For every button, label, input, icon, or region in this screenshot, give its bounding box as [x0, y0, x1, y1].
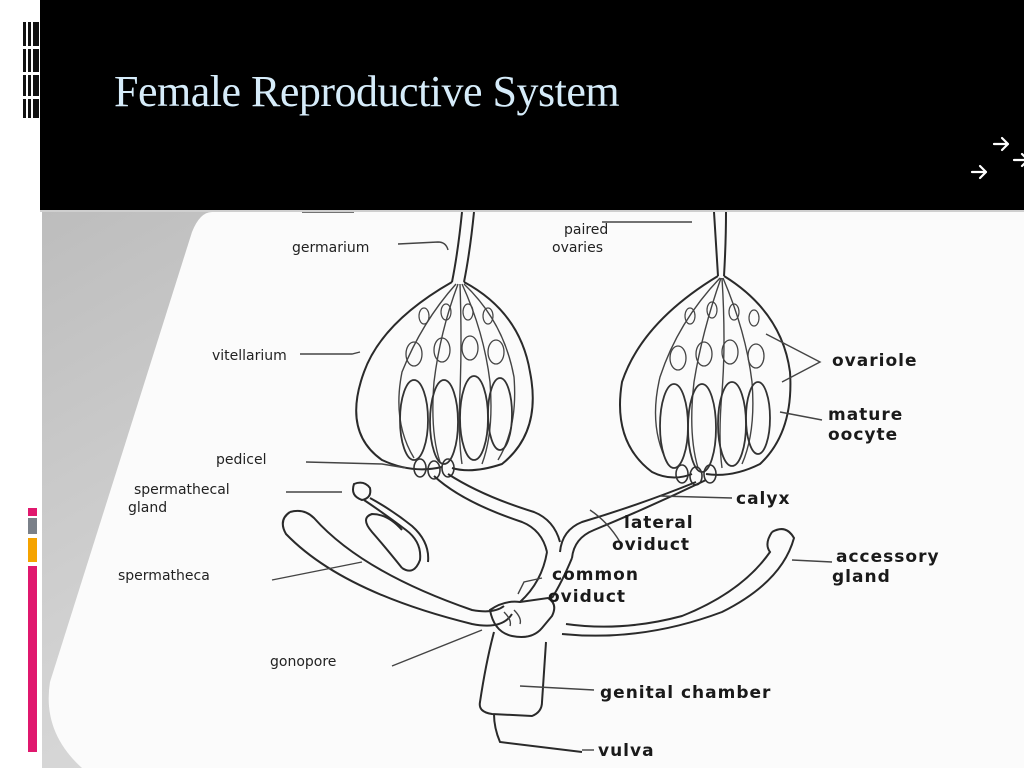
- spermatheca-structure: [281, 481, 513, 627]
- bars-decoration-icon: [22, 22, 40, 118]
- label-lateral-oviduct-line1: lateral: [624, 513, 694, 533]
- accent-bar-magenta: [28, 508, 37, 516]
- label-spermathecal-gland-line1: spermathecal: [134, 482, 230, 498]
- label-accessory-gland-line1: accessory: [836, 547, 940, 567]
- diagram-labels: germarium paired ovaries vitellarium ova…: [118, 222, 940, 761]
- label-mature-oocyte-line2: oocyte: [828, 425, 898, 445]
- label-spermatheca: spermatheca: [118, 568, 210, 584]
- accent-bar-gray: [28, 518, 37, 534]
- label-paired-ovaries-line1: paired: [564, 222, 608, 238]
- label-ovariole: ovariole: [832, 351, 917, 371]
- label-spermathecal-gland-line2: gland: [128, 500, 167, 516]
- label-common-oviduct-line2: oviduct: [548, 587, 626, 607]
- label-pedicel: pedicel: [216, 452, 266, 468]
- label-gonopore: gonopore: [270, 654, 336, 670]
- label-germarium: germarium: [292, 240, 369, 256]
- right-ovary: [619, 212, 792, 486]
- label-common-oviduct-line1: common: [552, 565, 639, 585]
- oviducts: [433, 473, 707, 603]
- paper-sheet: [48, 212, 1024, 768]
- label-calyx: calyx: [736, 489, 790, 509]
- slide-header: Female Reproductive System: [40, 0, 1024, 210]
- label-mature-oocyte-line1: mature: [828, 405, 903, 425]
- reproductive-system-diagram: germarium paired ovaries vitellarium ova…: [42, 212, 1024, 768]
- arrows-icon: [970, 136, 1024, 180]
- label-paired-ovaries-line2: ovaries: [552, 240, 603, 256]
- leader-lines: [271, 212, 833, 751]
- genital-chamber: [478, 596, 583, 753]
- header-divider: [40, 210, 1024, 212]
- label-accessory-gland-line2: gland: [832, 567, 891, 587]
- accent-bar-pink: [28, 566, 37, 752]
- accent-bar-orange: [28, 538, 37, 562]
- accessory-gland: [561, 528, 796, 637]
- label-vulva: vulva: [598, 741, 655, 761]
- label-lateral-oviduct-line2: oviduct: [612, 535, 690, 555]
- slide-title: Female Reproductive System: [114, 67, 620, 116]
- label-vitellarium: vitellarium: [212, 348, 287, 364]
- label-genital-chamber: genital chamber: [600, 683, 771, 703]
